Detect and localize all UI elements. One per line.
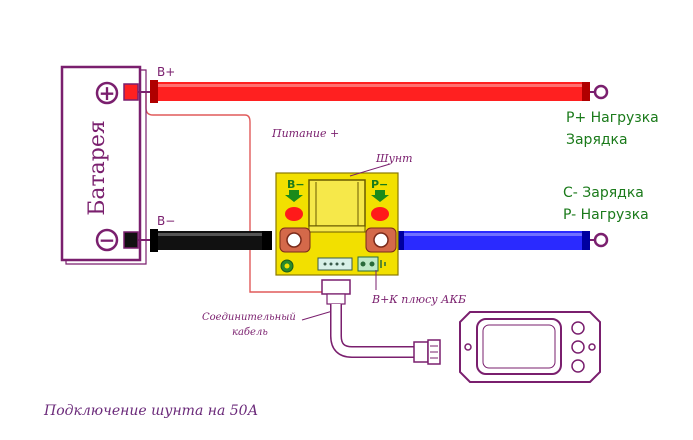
b-plus-label: B+ (157, 65, 175, 79)
power-plus-label: Питание + (271, 127, 339, 140)
c-minus-charging-label: C- Зарядка (563, 185, 644, 201)
p-minus-load-label: P- Нагрузка (563, 207, 649, 223)
battery-minus-icon (95, 228, 119, 252)
positive-load-ring (593, 84, 609, 100)
cable-label-line2: кабель (232, 327, 268, 338)
battery-shadow (65, 69, 147, 265)
battery-label: Батарея (85, 120, 110, 216)
negative-load-ring (593, 232, 609, 248)
p-plus-load-label: P+ Нагрузка (566, 110, 659, 126)
meter-screen (476, 318, 562, 375)
p-minus-marker (371, 207, 389, 221)
battery-minus-terminal (123, 231, 139, 249)
shunt-connector (317, 257, 353, 271)
shunt-resistor (308, 179, 366, 227)
b-minus-label: B− (157, 214, 175, 228)
meter-button-2 (571, 340, 585, 354)
p-minus-bolt (373, 232, 389, 248)
shunt-leader-line (349, 163, 391, 177)
shunt-board: B− P− (275, 172, 399, 276)
battery-plus-symbol: + (99, 81, 116, 105)
battery-plus-terminal (123, 83, 139, 101)
battery-plus-icon (95, 81, 119, 105)
diagram-caption: Подключение шунта на 50А (43, 403, 258, 419)
b-minus-arrow-icon (285, 190, 303, 202)
p-minus-arrow-icon (371, 190, 389, 202)
load-negative-wire (396, 231, 609, 250)
b-plus-to-battery-label: B+К плюсу АКБ (371, 293, 466, 306)
cable-label-line1: Соединительный (202, 312, 296, 323)
meter-display (459, 311, 601, 383)
battery-minus-symbol: − (99, 228, 116, 252)
connecting-cable (321, 279, 441, 365)
negative-wire (150, 229, 272, 252)
positive-wire (150, 80, 609, 103)
meter-button-3 (571, 359, 585, 373)
b-minus-bolt (286, 232, 302, 248)
shunt-b-minus-label: B− (287, 178, 305, 191)
b-minus-marker (285, 207, 303, 221)
shunt-label: Шунт (375, 152, 413, 165)
charging-label: Зарядка (566, 132, 628, 148)
shunt-p-minus-label: P− (371, 178, 388, 191)
b-plus-terminal-block (357, 256, 379, 272)
meter-button-1 (571, 321, 585, 335)
